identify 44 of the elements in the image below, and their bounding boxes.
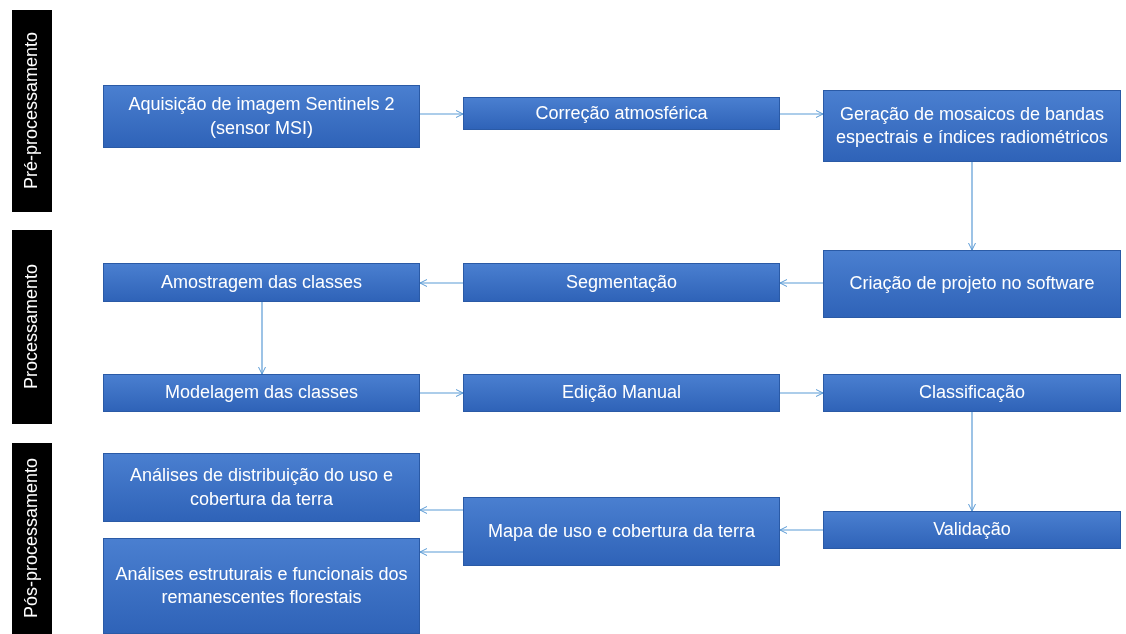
process-label: Edição Manual: [561, 381, 682, 405]
process-box: [463, 497, 780, 566]
arrow: [968, 161, 976, 251]
process-label: Correção atmosférica: [535, 101, 708, 125]
process-label: Análises de distribuição do uso e cobertura da terra: [128, 464, 395, 511]
process-box: [103, 538, 420, 634]
phase-label: Pré-processamento: [21, 32, 43, 190]
phase-label: Processamento: [21, 264, 43, 390]
arrow: [419, 110, 464, 118]
phase-label: Pós-processamento: [21, 458, 43, 619]
process-box: [103, 453, 420, 522]
process-box: [463, 374, 780, 412]
process-label: Validação: [933, 518, 1011, 542]
process-box: [823, 90, 1121, 162]
process-label: Classificação: [918, 381, 1025, 405]
process-label: Análises estruturais e funcionais dos remanescentes florestais: [114, 562, 409, 609]
process-box: [463, 263, 780, 302]
arrow: [779, 389, 824, 397]
arrow: [968, 411, 976, 512]
process-label: Mapa de uso e cobertura da terra: [487, 519, 756, 543]
arrow: [419, 279, 464, 287]
arrow: [779, 110, 824, 118]
phase-band: [12, 443, 52, 634]
arrow: [258, 301, 266, 375]
phase-band: [12, 10, 52, 212]
phase-band: [12, 230, 52, 424]
process-label: Segmentação: [565, 270, 678, 294]
arrow: [779, 279, 824, 287]
process-box: [103, 374, 420, 412]
process-box: [823, 250, 1121, 318]
process-label: Amostragem das classes: [160, 270, 363, 294]
process-box: [103, 85, 420, 148]
process-label: Criação de projeto no software: [849, 272, 1095, 296]
process-box: [103, 263, 420, 302]
process-box: [823, 374, 1121, 412]
arrow: [419, 506, 464, 514]
process-box: [823, 511, 1121, 549]
arrow: [419, 548, 464, 556]
process-label: Aquisição de imagem Sentinels 2 (sensor MSI): [127, 93, 396, 140]
process-label: Geração de mosaicos de bandas espectrais e índices radiométricos: [834, 102, 1110, 149]
process-label: Modelagem das classes: [164, 381, 359, 405]
process-box: [463, 97, 780, 130]
arrow: [419, 389, 464, 397]
arrow: [779, 526, 824, 534]
